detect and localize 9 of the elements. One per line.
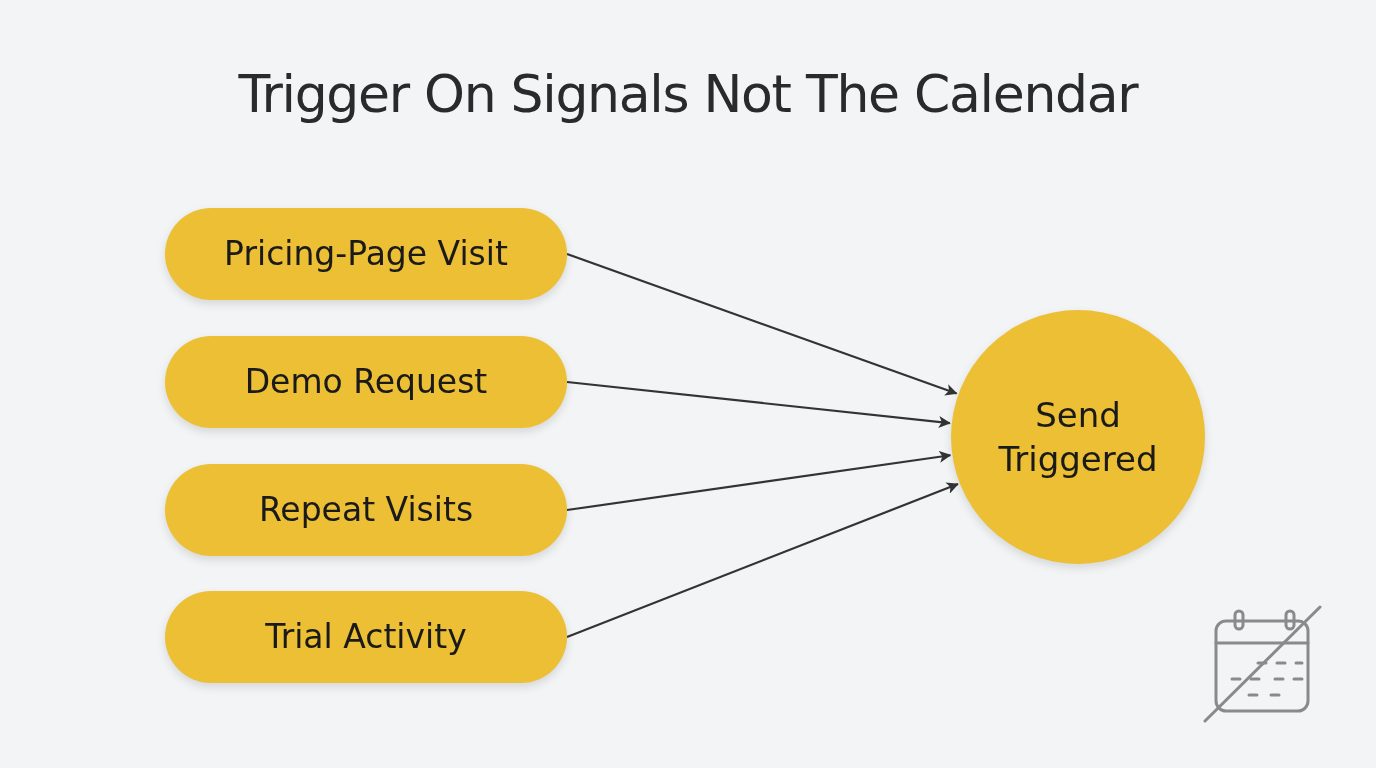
signal-pill: Demo Request: [165, 336, 567, 428]
signal-pill: Repeat Visits: [165, 464, 567, 556]
title: Trigger On Signals Not The Calendar: [238, 63, 1138, 126]
arrow: [566, 450, 952, 512]
arrow: [566, 482, 959, 639]
signal-pill: Trial Activity: [165, 591, 567, 683]
arrow: [566, 380, 951, 428]
arrow: [566, 252, 958, 396]
signal-pill: Pricing-Page Visit: [165, 208, 567, 300]
